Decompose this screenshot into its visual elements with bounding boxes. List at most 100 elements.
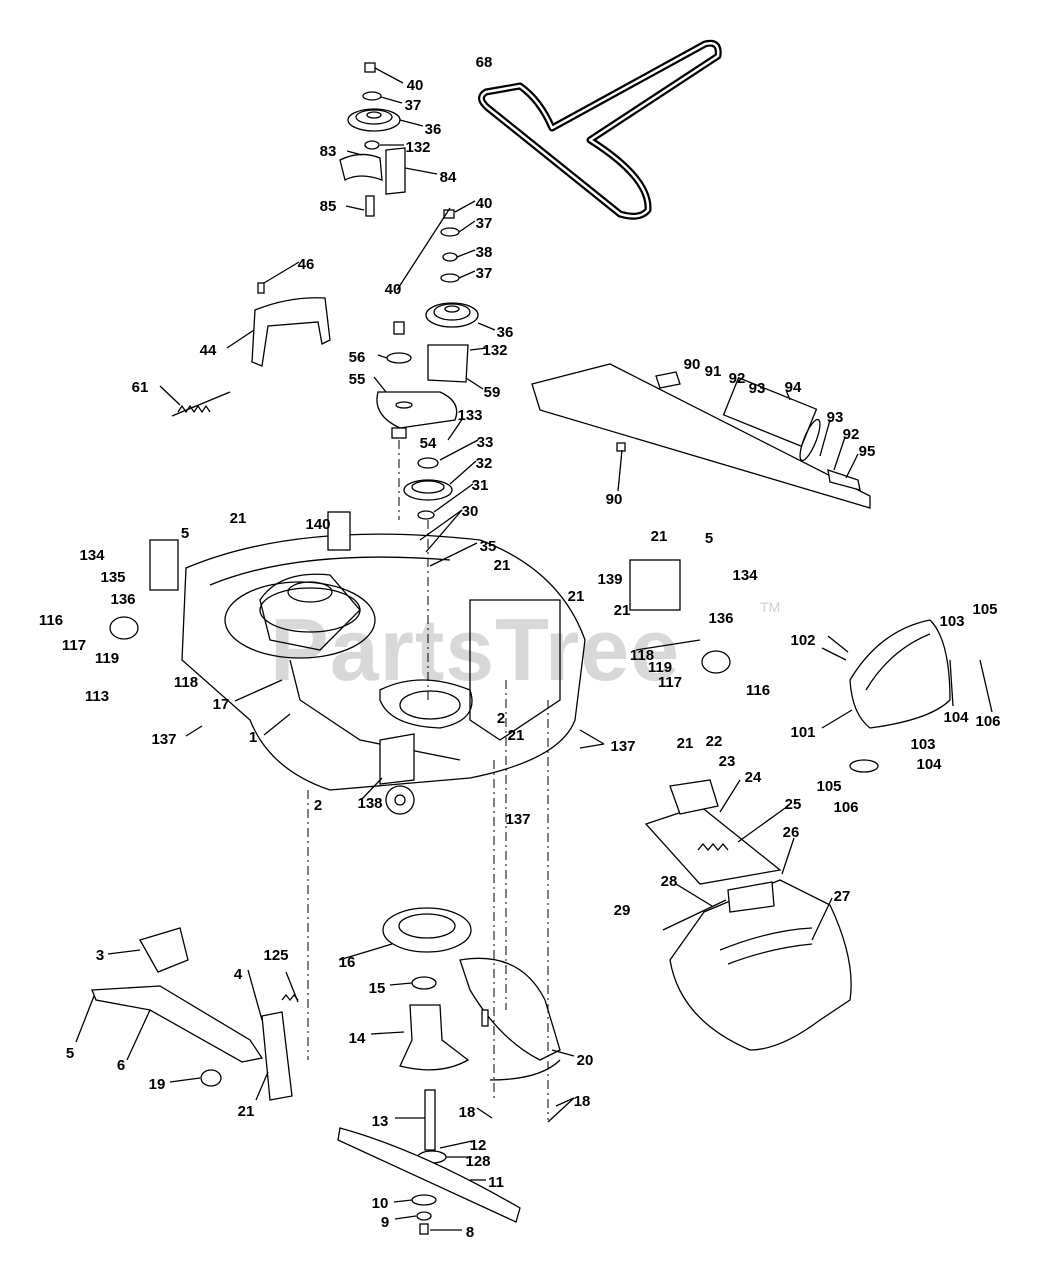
callout-label-139: 139 xyxy=(597,571,622,588)
belt-keeper-bracket xyxy=(459,957,561,1081)
callout-label-17: 17 xyxy=(213,696,230,713)
callout-label-36: 36 xyxy=(425,121,442,138)
callout-label-31: 31 xyxy=(472,477,489,494)
callout-label-102: 102 xyxy=(790,632,815,649)
callout-label-18: 18 xyxy=(459,1104,476,1121)
callout-label-3: 3 xyxy=(96,947,104,964)
callout-label-54: 54 xyxy=(420,435,437,452)
callout-label-59: 59 xyxy=(484,384,501,401)
callout-label-23: 23 xyxy=(719,753,736,770)
upper-idler-pulley-assembly xyxy=(339,62,406,217)
callout-label-137: 137 xyxy=(610,738,635,755)
callout-label-20: 20 xyxy=(577,1052,594,1069)
leader-lines xyxy=(75,67,993,1231)
callout-label-36: 36 xyxy=(497,324,514,341)
mulch-attachment xyxy=(644,779,852,1051)
callout-label-37: 37 xyxy=(476,265,493,282)
callout-label-28: 28 xyxy=(661,873,678,890)
callout-label-24: 24 xyxy=(745,769,762,786)
mandrel-pulley-stack xyxy=(403,457,453,520)
callout-label-26: 26 xyxy=(783,824,800,841)
callout-label-118: 118 xyxy=(630,647,654,664)
callout-label-104: 104 xyxy=(916,756,942,773)
callout-label-12: 12 xyxy=(470,1137,487,1154)
spring-61 xyxy=(171,391,231,417)
callout-label-56: 56 xyxy=(349,349,366,366)
spindle-assembly xyxy=(337,907,521,1235)
watermark-trademark: TM xyxy=(760,599,780,615)
callout-label-117: 117 xyxy=(658,674,682,691)
callout-label-55: 55 xyxy=(349,371,366,388)
belt-guard xyxy=(251,282,331,367)
callout-label-35: 35 xyxy=(480,538,497,555)
center-idler-assembly xyxy=(376,207,479,439)
callout-label-90: 90 xyxy=(684,356,701,373)
callout-label-16: 16 xyxy=(339,954,356,971)
callout-label-132: 132 xyxy=(405,139,430,156)
callout-label-32: 32 xyxy=(476,455,493,472)
mower-deck xyxy=(109,511,731,815)
callout-label-91: 91 xyxy=(705,363,722,380)
callout-label-93: 93 xyxy=(827,409,844,426)
watermark-text: PartsTree xyxy=(270,600,680,699)
baffle-and-roller xyxy=(531,363,871,509)
callout-label-30: 30 xyxy=(462,503,479,520)
front-hanger-link xyxy=(91,927,299,1101)
callout-label-38: 38 xyxy=(476,244,493,261)
callout-label-84: 84 xyxy=(440,169,457,186)
callout-label-21: 21 xyxy=(614,602,631,619)
callout-label-94: 94 xyxy=(785,379,802,396)
callout-label-90: 90 xyxy=(606,491,623,508)
callout-label-40: 40 xyxy=(385,281,402,298)
drive-belt xyxy=(478,39,722,220)
callout-label-125: 125 xyxy=(263,947,288,964)
construction-lines xyxy=(307,440,549,1120)
discharge-chute xyxy=(849,619,951,773)
callout-label-116: 116 xyxy=(746,682,770,699)
callout-label-140: 140 xyxy=(305,516,330,533)
callout-label-4: 4 xyxy=(234,966,243,983)
callout-label-40: 40 xyxy=(476,195,493,212)
callout-label-61: 61 xyxy=(132,379,149,396)
callout-label-95: 95 xyxy=(859,443,876,460)
callout-label-6: 6 xyxy=(117,1057,125,1074)
callout-label-21: 21 xyxy=(494,557,511,574)
callout-label-21: 21 xyxy=(677,735,694,752)
callout-label-138: 138 xyxy=(357,795,382,812)
callout-label-21: 21 xyxy=(508,727,525,744)
callout-label-113: 113 xyxy=(85,688,109,705)
callout-label-136: 136 xyxy=(110,591,135,608)
callout-label-33: 33 xyxy=(477,434,494,451)
callout-label-103: 103 xyxy=(939,613,964,630)
callout-label-2: 2 xyxy=(497,710,505,727)
callout-label-21: 21 xyxy=(568,588,585,605)
callout-label-15: 15 xyxy=(369,980,386,997)
callout-label-104: 104 xyxy=(943,709,969,726)
callout-label-137: 137 xyxy=(151,731,176,748)
callout-label-44: 44 xyxy=(200,342,217,359)
callout-label-19: 19 xyxy=(149,1076,166,1093)
callout-label-106: 106 xyxy=(975,713,1000,730)
callout-label-21: 21 xyxy=(238,1103,255,1120)
callout-label-92: 92 xyxy=(843,426,860,443)
callout-label-46: 46 xyxy=(298,256,315,273)
callout-label-119: 119 xyxy=(95,650,119,667)
callout-label-93: 93 xyxy=(749,380,766,397)
callout-label-37: 37 xyxy=(476,215,493,232)
callout-label-92: 92 xyxy=(729,370,746,387)
callout-label-85: 85 xyxy=(320,198,337,215)
callout-label-40: 40 xyxy=(407,77,424,94)
callout-label-133: 133 xyxy=(457,407,482,424)
callout-label-10: 10 xyxy=(372,1195,389,1212)
callout-label-134: 134 xyxy=(732,567,758,584)
callout-label-116: 116 xyxy=(39,612,63,629)
callout-label-1: 1 xyxy=(249,729,257,746)
callout-label-106: 106 xyxy=(833,799,858,816)
callout-label-101: 101 xyxy=(790,724,815,741)
callout-label-118: 118 xyxy=(174,674,198,691)
callout-label-137: 137 xyxy=(505,811,530,828)
callout-label-29: 29 xyxy=(614,902,631,919)
callout-label-117: 117 xyxy=(62,637,86,654)
